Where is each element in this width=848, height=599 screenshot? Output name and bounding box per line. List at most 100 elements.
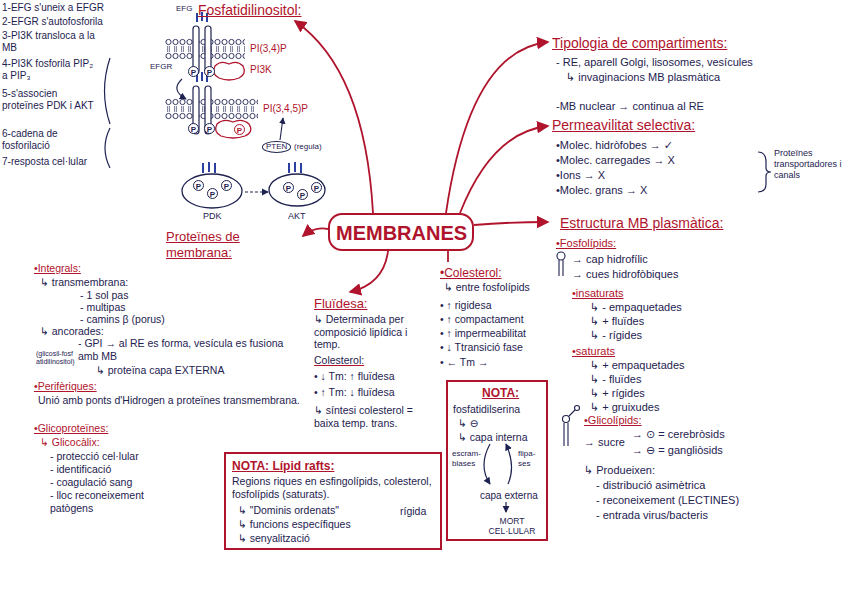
- node-text: •Glicoproteïnes:: [34, 422, 108, 435]
- node-text: - RE, aparell Golgi, lisosomes, vesícule…: [556, 56, 753, 69]
- node-text: flipa- ses: [518, 449, 544, 468]
- step-text: 2-EFGR s'autofosforila: [2, 16, 117, 28]
- connector-line: [446, 42, 548, 213]
- node-text: → ⊖ = gangliòsids: [632, 444, 723, 457]
- node-text: ↳ Determinada per composició lipídica i …: [314, 313, 429, 351]
- ligand-symbol: [289, 162, 301, 173]
- step-text: 5-s'associen proteïnes PDK i AKT: [2, 88, 97, 112]
- node-text: - distribució asimètrica: [596, 479, 705, 492]
- node-text: ↳ transmembrana:: [40, 276, 128, 289]
- node-text: ↳ - rígides: [590, 329, 642, 342]
- node-text: ↳ invaginacions MB plasmàtica: [566, 71, 720, 84]
- node-text: - identificació: [50, 463, 111, 476]
- node-text: ↳ - fluïdes: [590, 373, 641, 386]
- branch-topic: Estructura MB plasmàtica: •Fosfolípids: → …: [548, 212, 743, 526]
- glycolipid-icon: [564, 410, 575, 446]
- connector-line: [474, 222, 548, 225]
- node-heading: Proteïnes de membrana:: [166, 229, 266, 260]
- branch-connector: [474, 222, 548, 225]
- node-heading: Estructura MB plasmàtica:: [560, 215, 723, 232]
- node-text: Unió amb ponts d'Hidrogen a proteïnes tr…: [38, 394, 300, 407]
- step-text: 1-EFG s'uneix a EFGR: [2, 2, 117, 14]
- node-heading: Fosfatidilinositol:: [198, 2, 302, 19]
- node-text: ↳ síntesi colesterol = baixa temp. trans…: [314, 404, 429, 429]
- flip-arrow: [484, 444, 490, 484]
- node-text: MORT CEL·LULAR: [486, 516, 538, 536]
- branch-connector: [446, 42, 548, 213]
- node-text: → sucre: [584, 436, 625, 449]
- node-text: •Glicolípids:: [584, 414, 642, 427]
- node-text: Regions riques en esfingolípids, coleste…: [232, 475, 437, 500]
- branch-topic: Tipologia de compartiments:- RE, aparell…: [548, 32, 756, 117]
- node-text: •Ions → X: [556, 169, 605, 182]
- phosphate-label: P: [297, 189, 308, 200]
- node-text: ↳ proteïna capa EXTERNA: [96, 364, 224, 377]
- phosphate-label: P: [204, 123, 215, 134]
- node-text: •insaturats: [572, 287, 624, 300]
- node-heading: NOTA: Lípid rafts:: [232, 459, 334, 473]
- node-text: → cap hidrofílic: [572, 253, 648, 266]
- phosphate-label: P: [311, 182, 322, 193]
- node-text: • ↑ impermeabilitat: [440, 327, 526, 340]
- molecule-label: PDK: [203, 211, 222, 222]
- node-text: ↳ Produeixen:: [584, 464, 655, 477]
- molecule-label: PI(3,4)P: [250, 43, 287, 55]
- node-text: (glicosil-fosfatidilinositol): [36, 350, 76, 367]
- glycolipid-icon: [575, 406, 580, 411]
- node-text: ↳ capa interna: [458, 431, 528, 444]
- phosphate-label: P: [207, 188, 218, 199]
- step-arrow: [177, 79, 186, 99]
- connector-line: [460, 126, 548, 213]
- node-text: - lloc reconeixement patògens: [50, 489, 180, 514]
- step-text: 3-PI3K transloca a la MB: [2, 30, 97, 54]
- node-text: → ⊙ = cerebròsids: [632, 428, 725, 441]
- node-text: rígida: [400, 505, 426, 518]
- node-text: - coagulació sang: [50, 476, 132, 489]
- branch-topic: Proteïnes de membrana: •Integrals:↳ trans…: [30, 226, 303, 518]
- node-text: •Integrals:: [34, 262, 81, 275]
- node-text: Proteïnes transportadores i canals: [774, 148, 844, 180]
- enzyme-label: PTEN: [262, 141, 291, 153]
- node-text: - reconeixement (LECTINES): [596, 494, 739, 507]
- node-text: •saturats: [572, 345, 615, 358]
- result-arrow: [505, 502, 506, 512]
- pi3k-shape: [216, 120, 251, 138]
- node-heading: •Colesterol:: [440, 266, 502, 280]
- node-text: capa externa: [480, 490, 538, 502]
- phosphate-label: P: [283, 182, 294, 193]
- lipid-icon: [559, 260, 563, 276]
- node-text: •Molec. hidròfobes → ✓: [556, 139, 673, 152]
- akt-shape: [269, 174, 325, 206]
- molecule-label: PI3K: [250, 64, 272, 76]
- node-text: ↳ + rígides: [590, 387, 645, 400]
- node-text: ↳ funcions específiques: [238, 518, 351, 531]
- node-text: fosfatidilserina: [453, 403, 520, 416]
- molecule-label: AKT: [288, 211, 306, 222]
- node-text: •Fosfolípids:: [556, 237, 616, 250]
- node-text: ↳ Glicocàlix:: [40, 436, 100, 449]
- branch-connector: [350, 251, 388, 292]
- step-text: 7-resposta cel·lular: [2, 156, 97, 168]
- node-text: •Perifèriques:: [34, 380, 97, 393]
- phosphate-label: P: [188, 66, 199, 77]
- node-heading: Fluïdesa:: [314, 296, 367, 312]
- branch-connector: [460, 126, 548, 213]
- node-text: ↳ senyalització: [238, 532, 310, 545]
- note-box: NOTA:fosfatidilserina↳ ⊖↳ capa internaes…: [446, 380, 548, 541]
- molecule-label: EFG: [176, 4, 192, 14]
- pdk-shape: [182, 174, 242, 208]
- branch-topic: Permeavilitat selectiva: •Molec. hidròfob…: [548, 114, 847, 201]
- node-text: ↳ "Dominis ordenats": [238, 504, 339, 517]
- node-text: - multipas: [80, 301, 126, 314]
- node-heading: Permeavilitat selectiva:: [552, 117, 695, 134]
- node-text: - camins β (porus): [80, 313, 165, 326]
- node-text: ↳ ancorades:: [40, 325, 104, 338]
- branch-topic: •Colesterol:↳ entre fosfolípids• ↑ rigid…: [436, 262, 533, 372]
- central-topic: MEMBRANES: [328, 213, 474, 251]
- node-text: •Molec. carregades → X: [556, 154, 675, 167]
- molecule-label: (regula): [294, 142, 322, 152]
- node-text: - protecció cel·lular: [50, 450, 139, 463]
- node-text: ↳ + fluïdes: [590, 315, 644, 328]
- node-text: escram- blases: [452, 449, 482, 468]
